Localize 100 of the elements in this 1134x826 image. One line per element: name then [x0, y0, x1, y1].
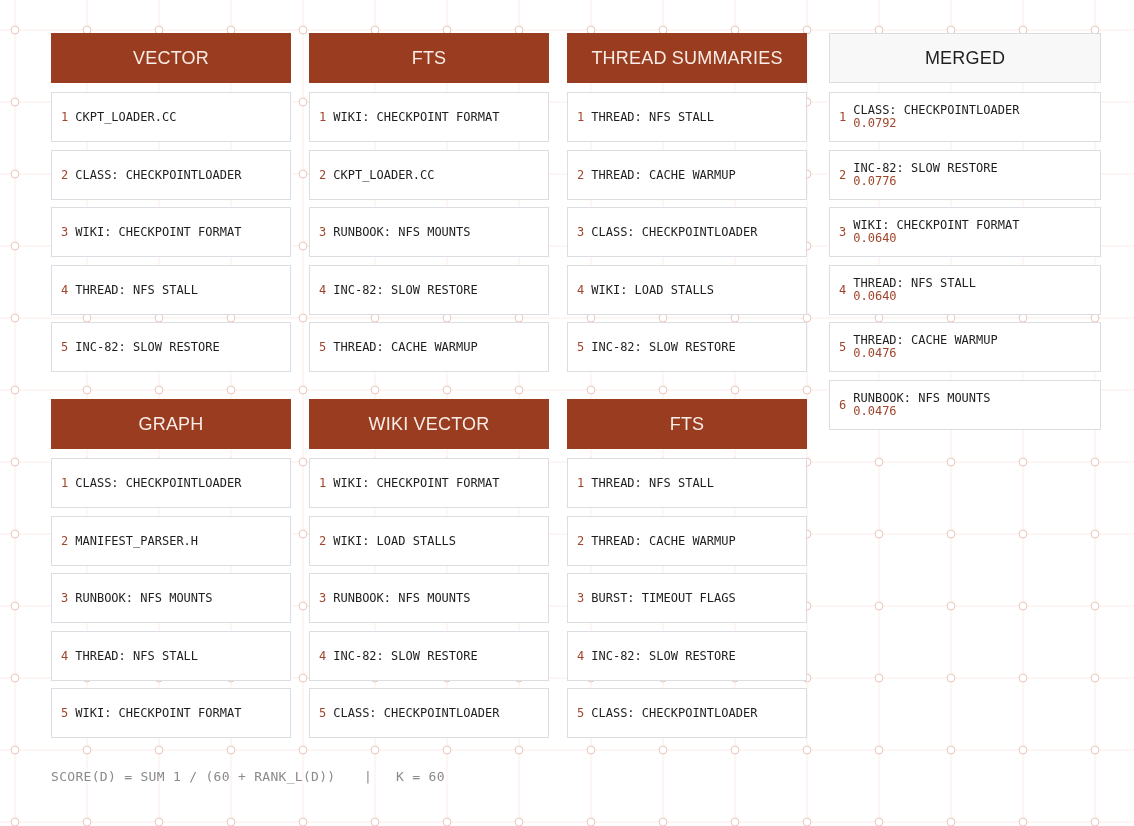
- result-title: WIKI: CHECKPOINT FORMAT: [75, 225, 242, 239]
- result-title: CLASS: CHECKPOINTLOADER: [591, 706, 758, 720]
- rank-number: 2: [61, 534, 69, 548]
- score-value: 0.0476: [853, 405, 898, 418]
- rank-number: 5: [839, 340, 847, 354]
- result-title: WIKI: CHECKPOINT FORMAT: [333, 110, 500, 124]
- result-row: [51, 207, 291, 257]
- rank-number: 5: [319, 706, 327, 720]
- rank-number: 2: [577, 534, 585, 548]
- result-row: [309, 458, 549, 508]
- result-title: CLASS: CHECKPOINTLOADER: [75, 168, 242, 182]
- rank-number: 2: [839, 168, 847, 182]
- result-title: INC-82: SLOW RESTORE: [333, 283, 478, 297]
- result-title: THREAD: CACHE WARMUP: [591, 534, 736, 548]
- result-row: [567, 516, 807, 566]
- result-row: [51, 458, 291, 508]
- result-row: [829, 265, 1101, 315]
- rank-number: 1: [319, 476, 327, 490]
- result-title: THREAD: CACHE WARMUP: [853, 334, 998, 347]
- rank-number: 1: [61, 110, 69, 124]
- result-title: INC-82: SLOW RESTORE: [333, 649, 478, 663]
- score-value: 0.0640: [853, 290, 898, 303]
- result-row: [829, 150, 1101, 200]
- result-row: [567, 688, 807, 738]
- result-title: WIKI: LOAD STALLS: [591, 283, 715, 297]
- rank-number: 6: [839, 398, 847, 412]
- result-title: THREAD: NFS STALL: [75, 283, 199, 297]
- rank-number: 3: [319, 225, 327, 239]
- result-row: [567, 92, 807, 142]
- result-title: MANIFEST_PARSER.H: [75, 534, 199, 548]
- rank-number: 4: [61, 283, 69, 297]
- rank-number: 3: [61, 225, 69, 239]
- result-row: [309, 265, 549, 315]
- result-row: [51, 265, 291, 315]
- result-row: [567, 265, 807, 315]
- rank-number: 2: [61, 168, 69, 182]
- column-header: MERGED: [829, 33, 1101, 83]
- column-header: THREAD SUMMARIES: [567, 33, 807, 83]
- result-row: [567, 322, 807, 372]
- result-row: [567, 150, 807, 200]
- score-value: 0.0792: [853, 117, 898, 130]
- separator-text: |: [364, 769, 373, 785]
- rank-number: 4: [839, 283, 847, 297]
- column-header: GRAPH: [51, 399, 291, 449]
- result-row: [51, 516, 291, 566]
- result-title: RUNBOOK: NFS MOUNTS: [333, 225, 471, 239]
- column-header: FTS: [309, 33, 549, 83]
- result-title: RUNBOOK: NFS MOUNTS: [75, 591, 213, 605]
- result-title: CKPT_LOADER.CC: [75, 110, 177, 124]
- result-title: THREAD: NFS STALL: [853, 277, 977, 290]
- result-row: [829, 92, 1101, 142]
- result-row: [51, 688, 291, 738]
- result-title: CKPT_LOADER.CC: [333, 168, 435, 182]
- result-title: INC-82: SLOW RESTORE: [75, 340, 220, 354]
- rank-number: 2: [577, 168, 585, 182]
- rank-number: 4: [319, 283, 327, 297]
- result-row: [829, 207, 1101, 257]
- rank-number: 4: [319, 649, 327, 663]
- rank-number: 1: [319, 110, 327, 124]
- result-row: [829, 322, 1101, 372]
- rank-number: 3: [319, 591, 327, 605]
- result-title: RUNBOOK: NFS MOUNTS: [333, 591, 471, 605]
- result-row: [51, 322, 291, 372]
- rank-number: 2: [319, 168, 327, 182]
- rank-number: 4: [61, 649, 69, 663]
- result-row: [309, 688, 549, 738]
- result-title: BURST: TIMEOUT FLAGS: [591, 591, 736, 605]
- column-header: WIKI VECTOR: [309, 399, 549, 449]
- rank-number: 1: [577, 110, 585, 124]
- score-value: 0.0776: [853, 175, 898, 188]
- result-title: THREAD: CACHE WARMUP: [333, 340, 478, 354]
- result-row: [51, 573, 291, 623]
- result-row: [51, 150, 291, 200]
- rank-number: 5: [61, 340, 69, 354]
- result-title: THREAD: CACHE WARMUP: [591, 168, 736, 182]
- result-row: [309, 573, 549, 623]
- result-row: [309, 92, 549, 142]
- result-row: [309, 322, 549, 372]
- rank-number: 3: [61, 591, 69, 605]
- result-row: [829, 380, 1101, 430]
- score-value: 0.0640: [853, 232, 898, 245]
- result-row: [567, 458, 807, 508]
- result-title: WIKI: LOAD STALLS: [333, 534, 457, 548]
- rank-number: 5: [61, 706, 69, 720]
- result-title: THREAD: NFS STALL: [591, 110, 715, 124]
- result-row: [567, 573, 807, 623]
- result-title: INC-82: SLOW RESTORE: [853, 162, 998, 175]
- result-title: THREAD: NFS STALL: [591, 476, 715, 490]
- result-row: [567, 207, 807, 257]
- result-row: [51, 631, 291, 681]
- result-title: CLASS: CHECKPOINTLOADER: [591, 225, 758, 239]
- result-row: [309, 631, 549, 681]
- rank-number: 3: [577, 225, 585, 239]
- result-title: RUNBOOK: NFS MOUNTS: [853, 392, 991, 405]
- rank-number: 1: [61, 476, 69, 490]
- result-title: THREAD: NFS STALL: [75, 649, 199, 663]
- result-title: WIKI: CHECKPOINT FORMAT: [75, 706, 242, 720]
- result-row: [567, 631, 807, 681]
- rank-number: 5: [577, 340, 585, 354]
- rank-number: 1: [839, 110, 847, 124]
